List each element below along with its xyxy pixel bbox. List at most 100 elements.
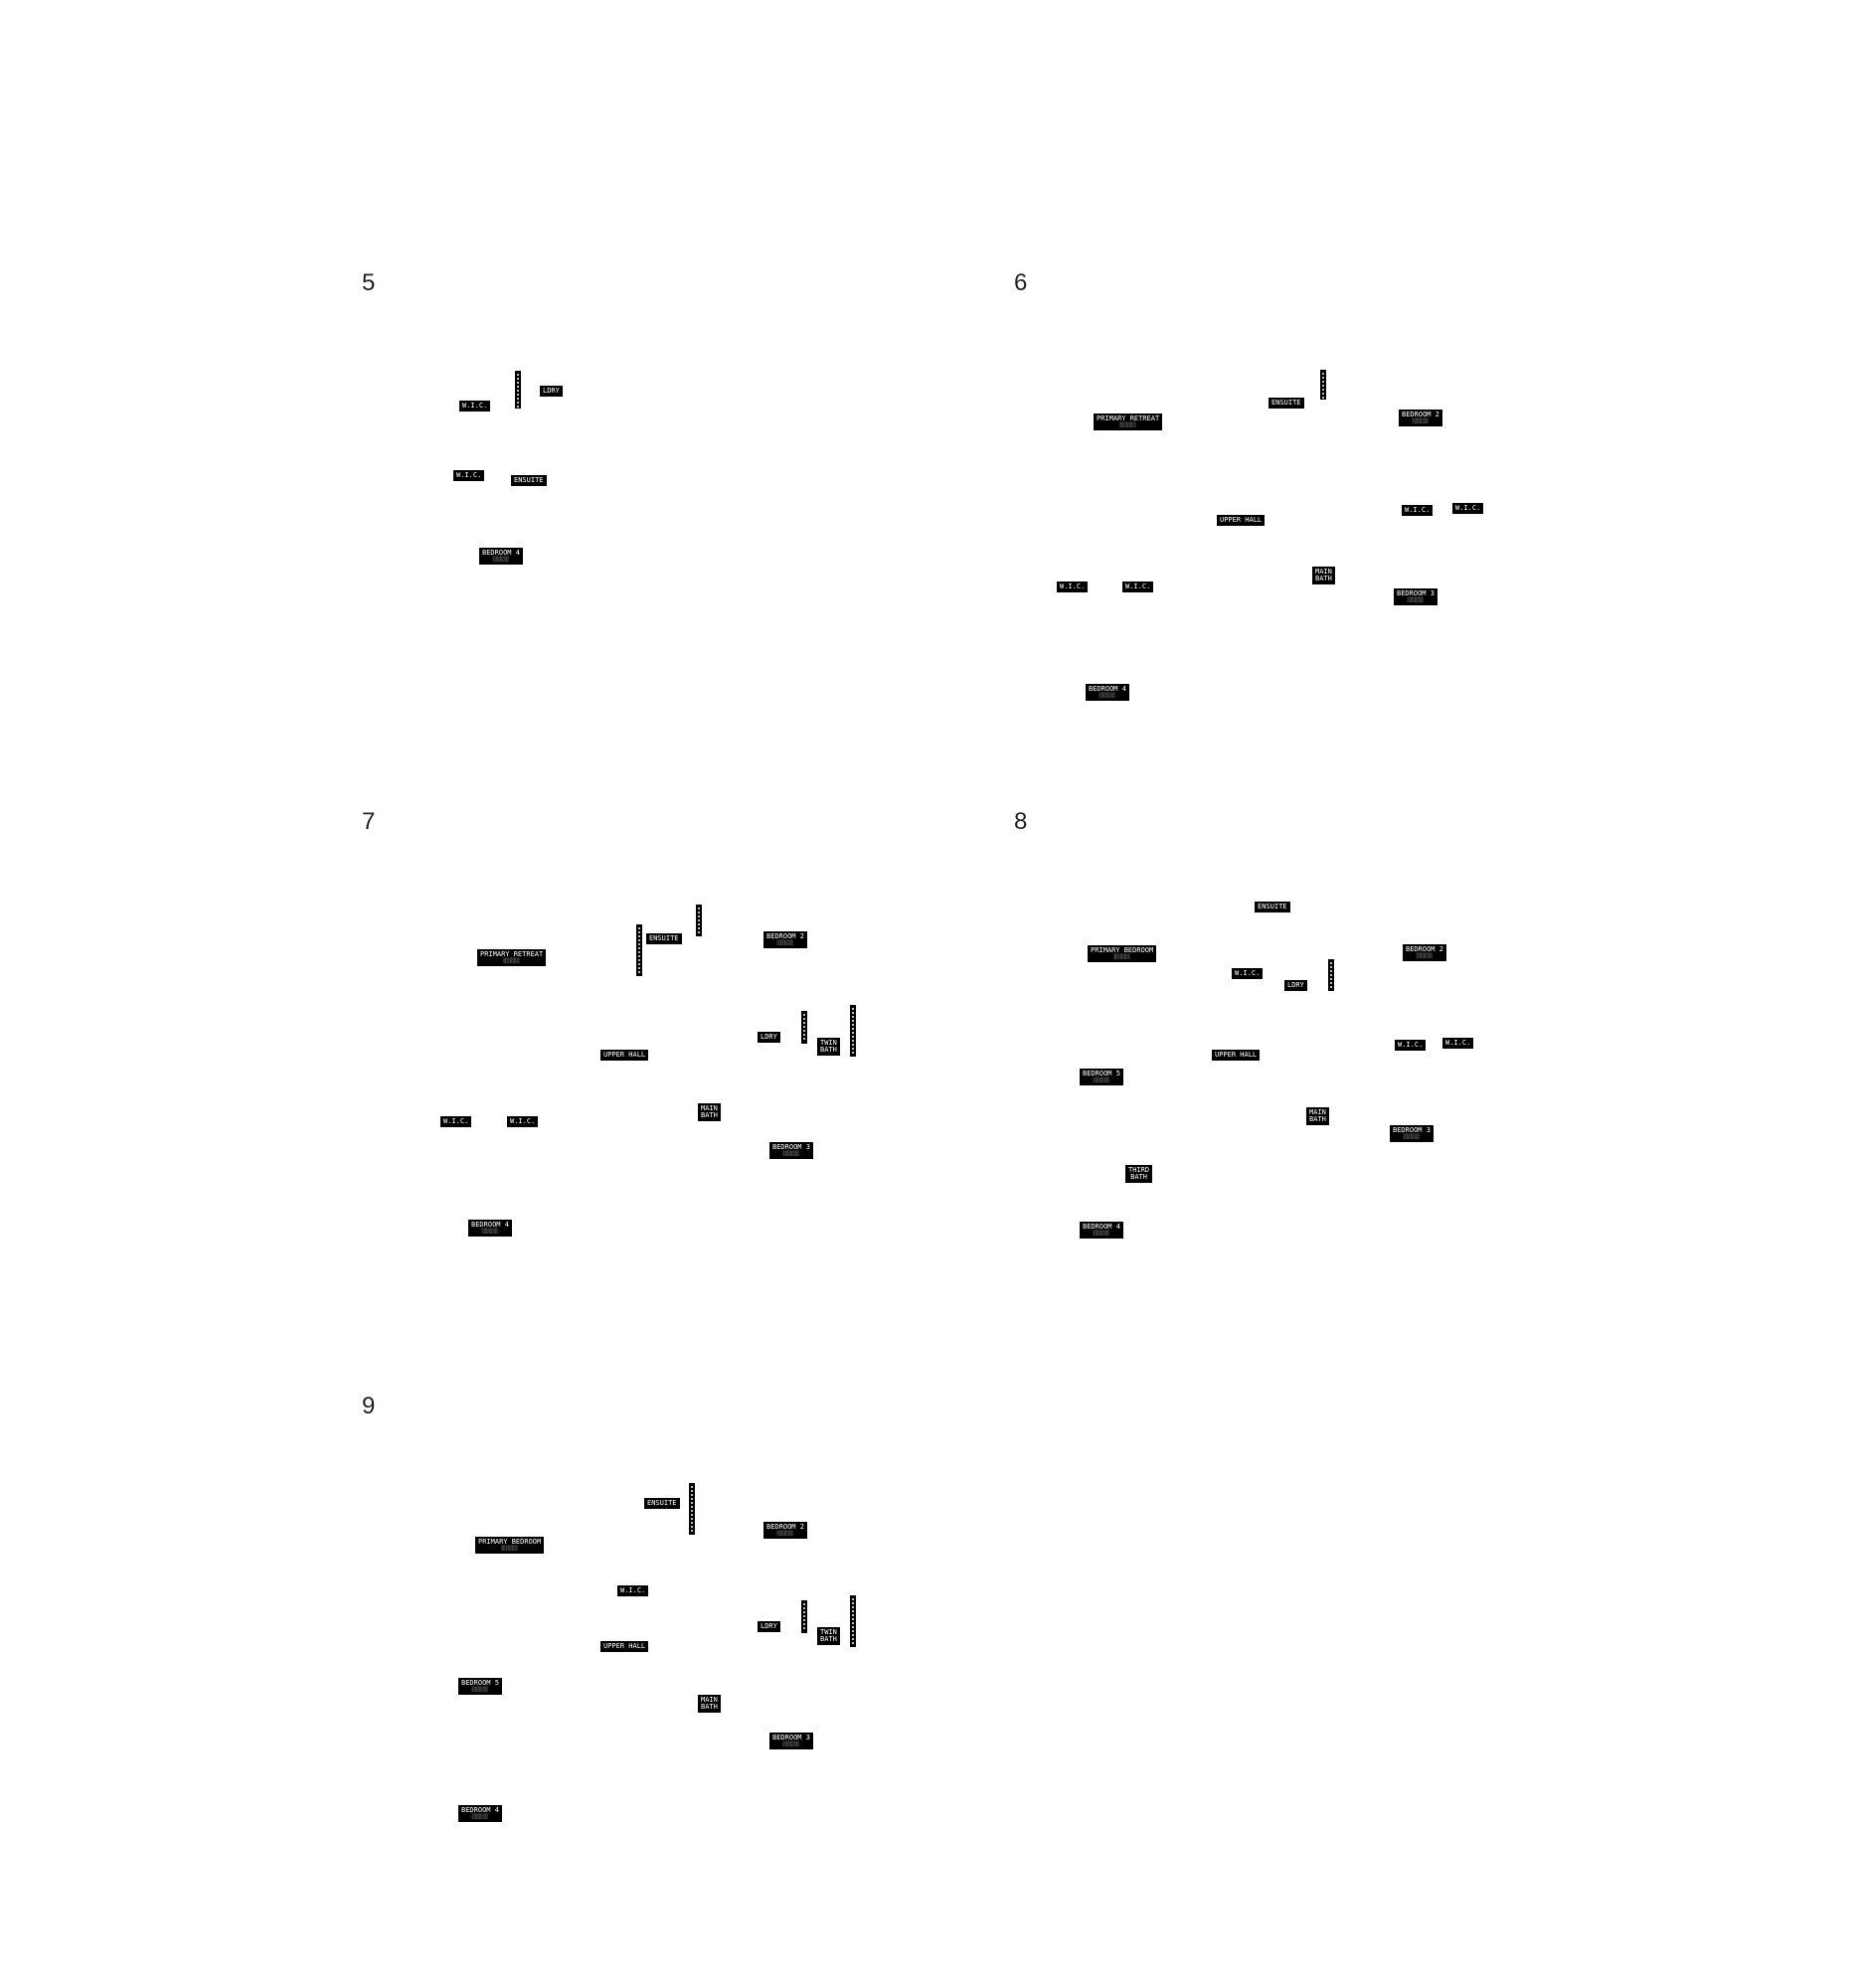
room-dimension-mark: ░░░░░ [471, 1230, 509, 1235]
room-label-text: W.I.C. [456, 471, 482, 479]
room-label: BEDROOM 2░░░░░ [1403, 944, 1446, 961]
panel-number: 7 [362, 808, 376, 835]
room-label-text: BEDROOM 4 [482, 549, 520, 557]
room-dimension-mark: ░░░░░ [478, 1547, 542, 1552]
room-label-text: MAIN [701, 1104, 718, 1112]
room-label: BEDROOM 3░░░░░ [769, 1142, 813, 1159]
panel-number: 8 [1014, 808, 1028, 835]
room-label: BEDROOM 4░░░░░ [468, 1220, 512, 1237]
room-label-text: MAIN [1315, 568, 1332, 576]
room-label-text: W.I.C. [462, 402, 488, 410]
vertical-label-mark [1320, 370, 1326, 400]
room-label: UPPER HALL [600, 1050, 649, 1061]
vertical-label-mark [801, 1600, 807, 1633]
room-label-text: BEDROOM 5 [461, 1679, 499, 1687]
room-label-text: UPPER HALL [603, 1642, 646, 1650]
room-dimension-mark: ░░░░░ [772, 1742, 810, 1747]
room-label-text: LDRY [761, 1033, 777, 1041]
vertical-label-mark [850, 1595, 856, 1647]
room-label-text: BEDROOM 3 [772, 1143, 810, 1151]
room-label: W.I.C. [1452, 503, 1484, 514]
room-label: BEDROOM 2░░░░░ [1399, 410, 1442, 426]
room-label: W.I.C. [1232, 968, 1264, 979]
room-label: BEDROOM 3░░░░░ [769, 1733, 813, 1749]
room-label: LDRY [540, 386, 563, 397]
room-dimension-mark: ░░░░░ [1091, 955, 1154, 960]
room-label-text: W.I.C. [1455, 504, 1481, 512]
room-label-text: BEDROOM 3 [1393, 1126, 1431, 1134]
room-label: ENSUITE [1255, 902, 1290, 912]
room-label: BEDROOM 5░░░░░ [1080, 1069, 1123, 1085]
room-label: PRIMARY RETREAT░░░░░ [1094, 414, 1163, 430]
room-label: W.I.C. [507, 1116, 539, 1127]
room-label-text: BATH [701, 1703, 718, 1711]
room-dimension-mark: ░░░░░ [482, 558, 520, 563]
room-label-text: LDRY [543, 387, 560, 395]
vertical-label-mark [689, 1483, 695, 1535]
room-label: BEDROOM 5░░░░░ [458, 1678, 502, 1695]
room-label-text: W.I.C. [443, 1117, 469, 1125]
room-label: BEDROOM 4░░░░░ [1086, 684, 1129, 701]
room-label-text: UPPER HALL [1215, 1051, 1258, 1059]
room-label-text: W.I.C. [1405, 506, 1431, 514]
room-label-text: BATH [1130, 1173, 1147, 1181]
room-label-text: TWIN [820, 1628, 837, 1636]
room-label-text: ENSUITE [1258, 903, 1287, 911]
room-label-text: BEDROOM 3 [1397, 589, 1435, 597]
room-label: LDRY [758, 1032, 780, 1043]
room-label: BEDROOM 4░░░░░ [1080, 1222, 1123, 1239]
vertical-label-mark [696, 905, 702, 936]
room-label-text: W.I.C. [1445, 1039, 1471, 1047]
room-label: BEDROOM 2░░░░░ [763, 931, 807, 948]
room-label: W.I.C. [1122, 581, 1154, 592]
room-label-text: UPPER HALL [1220, 516, 1263, 524]
room-label-text: ENSUITE [647, 1499, 677, 1507]
room-label: ENSUITE [644, 1498, 680, 1509]
room-label: LDRY [1284, 980, 1307, 991]
room-label: ENSUITE [1268, 398, 1304, 409]
room-dimension-mark: ░░░░░ [1089, 694, 1126, 699]
panel-number: 5 [362, 269, 376, 296]
room-label-text: BATH [820, 1635, 837, 1643]
room-dimension-mark: ░░░░░ [461, 1688, 499, 1693]
room-label-text: MAIN [1309, 1108, 1326, 1116]
room-label-text: BATH [1309, 1115, 1326, 1123]
room-label-text: TWIN [820, 1039, 837, 1047]
room-dimension-mark: ░░░░░ [1393, 1135, 1431, 1140]
room-label-text: PRIMARY BEDROOM [1091, 946, 1154, 954]
room-label-text: BEDROOM 4 [1089, 685, 1126, 693]
room-label: W.I.C. [440, 1116, 472, 1127]
room-label-text: BEDROOM 4 [461, 1806, 499, 1814]
room-label-text: ENSUITE [514, 476, 544, 484]
room-label: PRIMARY BEDROOM░░░░░ [1088, 945, 1157, 962]
room-label: W.I.C. [617, 1585, 649, 1596]
room-label-text: BATH [701, 1111, 718, 1119]
room-label: ENSUITE [511, 475, 547, 486]
room-label: UPPER HALL [1217, 515, 1266, 526]
room-label-text: W.I.C. [1060, 582, 1086, 590]
room-dimension-mark: ░░░░░ [1397, 598, 1435, 603]
room-label-text: MAIN [701, 1696, 718, 1704]
room-label-text: BEDROOM 4 [1083, 1223, 1120, 1231]
room-label-text: UPPER HALL [603, 1051, 646, 1059]
room-dimension-mark: ░░░░░ [1097, 423, 1160, 428]
room-label-text: W.I.C. [1125, 582, 1151, 590]
room-label-text: ENSUITE [1271, 399, 1301, 407]
room-dimension-mark: ░░░░░ [1406, 954, 1443, 959]
room-label-text: BEDROOM 5 [1083, 1070, 1120, 1077]
room-label-text: BEDROOM 3 [772, 1734, 810, 1741]
room-dimension-mark: ░░░░░ [766, 941, 804, 946]
room-dimension-mark: ░░░░░ [461, 1815, 499, 1820]
room-label: BEDROOM 3░░░░░ [1390, 1125, 1434, 1142]
room-label: W.I.C. [1395, 1040, 1427, 1051]
room-label: UPPER HALL [1212, 1050, 1261, 1061]
room-label: PRIMARY BEDROOM░░░░░ [475, 1537, 545, 1554]
room-label-text: BEDROOM 4 [471, 1221, 509, 1229]
room-label-text: LDRY [761, 1622, 777, 1630]
room-label: W.I.C. [1402, 505, 1434, 516]
room-label-text: THIRD [1128, 1166, 1150, 1174]
